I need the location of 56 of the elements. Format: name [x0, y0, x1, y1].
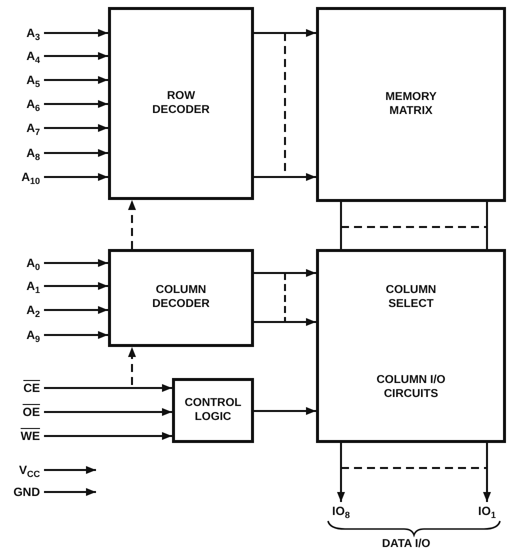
- arrow: [254, 318, 316, 326]
- bus-line: [340, 202, 342, 249]
- arrow: [44, 408, 172, 416]
- arrow: [44, 29, 108, 37]
- pin-name: OE: [22, 405, 40, 419]
- pin-name: IO$_{8}$: [332, 504, 350, 518]
- pin-name: IO$_{1}$: [478, 504, 496, 518]
- arrow: [254, 29, 316, 37]
- block-label: COLUMN I/O CIRCUITS: [376, 374, 446, 402]
- arrow: [44, 100, 108, 108]
- arrow: [44, 76, 108, 84]
- pin-name: A$_{10}$: [21, 170, 40, 184]
- arrow: [44, 124, 108, 132]
- pin-name: A$_{4}$: [26, 49, 40, 63]
- block-box: [108, 7, 254, 200]
- pin-name: CE: [23, 381, 40, 395]
- arrow: [44, 149, 108, 157]
- arrow: [44, 488, 96, 496]
- pin-name: GND: [13, 485, 40, 499]
- arrow: [483, 443, 491, 502]
- block-box: [108, 249, 254, 347]
- pin-name: A$_{2}$: [26, 303, 40, 317]
- arrow: [44, 432, 172, 440]
- arrow: [44, 282, 108, 290]
- pin-name: A$_{8}$: [26, 146, 40, 160]
- arrow: [254, 269, 316, 277]
- arrow: [44, 331, 108, 339]
- dashed-arrow: [128, 200, 136, 249]
- arrow: [254, 407, 316, 415]
- bus-line: [486, 202, 488, 249]
- block-label: COLUMN SELECT: [384, 284, 438, 312]
- block-box: [316, 249, 506, 443]
- block-label: ROW DECODER: [151, 90, 211, 118]
- pin-name: A$_{9}$: [26, 328, 40, 342]
- pin-name: V$_{CC}$: [18, 463, 40, 477]
- pin-name: A$_{6}$: [26, 97, 40, 111]
- block-label: CONTROL LOGIC: [184, 396, 242, 424]
- pin-name: A$_{7}$: [26, 121, 40, 135]
- arrow: [44, 466, 96, 474]
- pin-name: A$_{1}$: [26, 279, 40, 293]
- pin-name: WE: [20, 429, 40, 443]
- pin-name: A$_{5}$: [26, 73, 40, 87]
- arrow: [337, 443, 345, 502]
- dashed-arrow: [44, 347, 136, 389]
- block-label: MEMORY MATRIX: [384, 90, 438, 118]
- arrow: [44, 306, 108, 314]
- block-box: [172, 378, 254, 443]
- arrow: [44, 259, 108, 267]
- block-label: COLUMN DECODER: [151, 284, 211, 312]
- pin-name: A$_{0}$: [26, 256, 40, 270]
- bus-label: DATA I/O: [382, 538, 430, 550]
- block-box: [316, 7, 506, 202]
- arrow: [44, 52, 108, 60]
- arrow: [254, 173, 316, 181]
- pin-name: A$_{3}$: [26, 26, 40, 40]
- arrow: [44, 173, 108, 181]
